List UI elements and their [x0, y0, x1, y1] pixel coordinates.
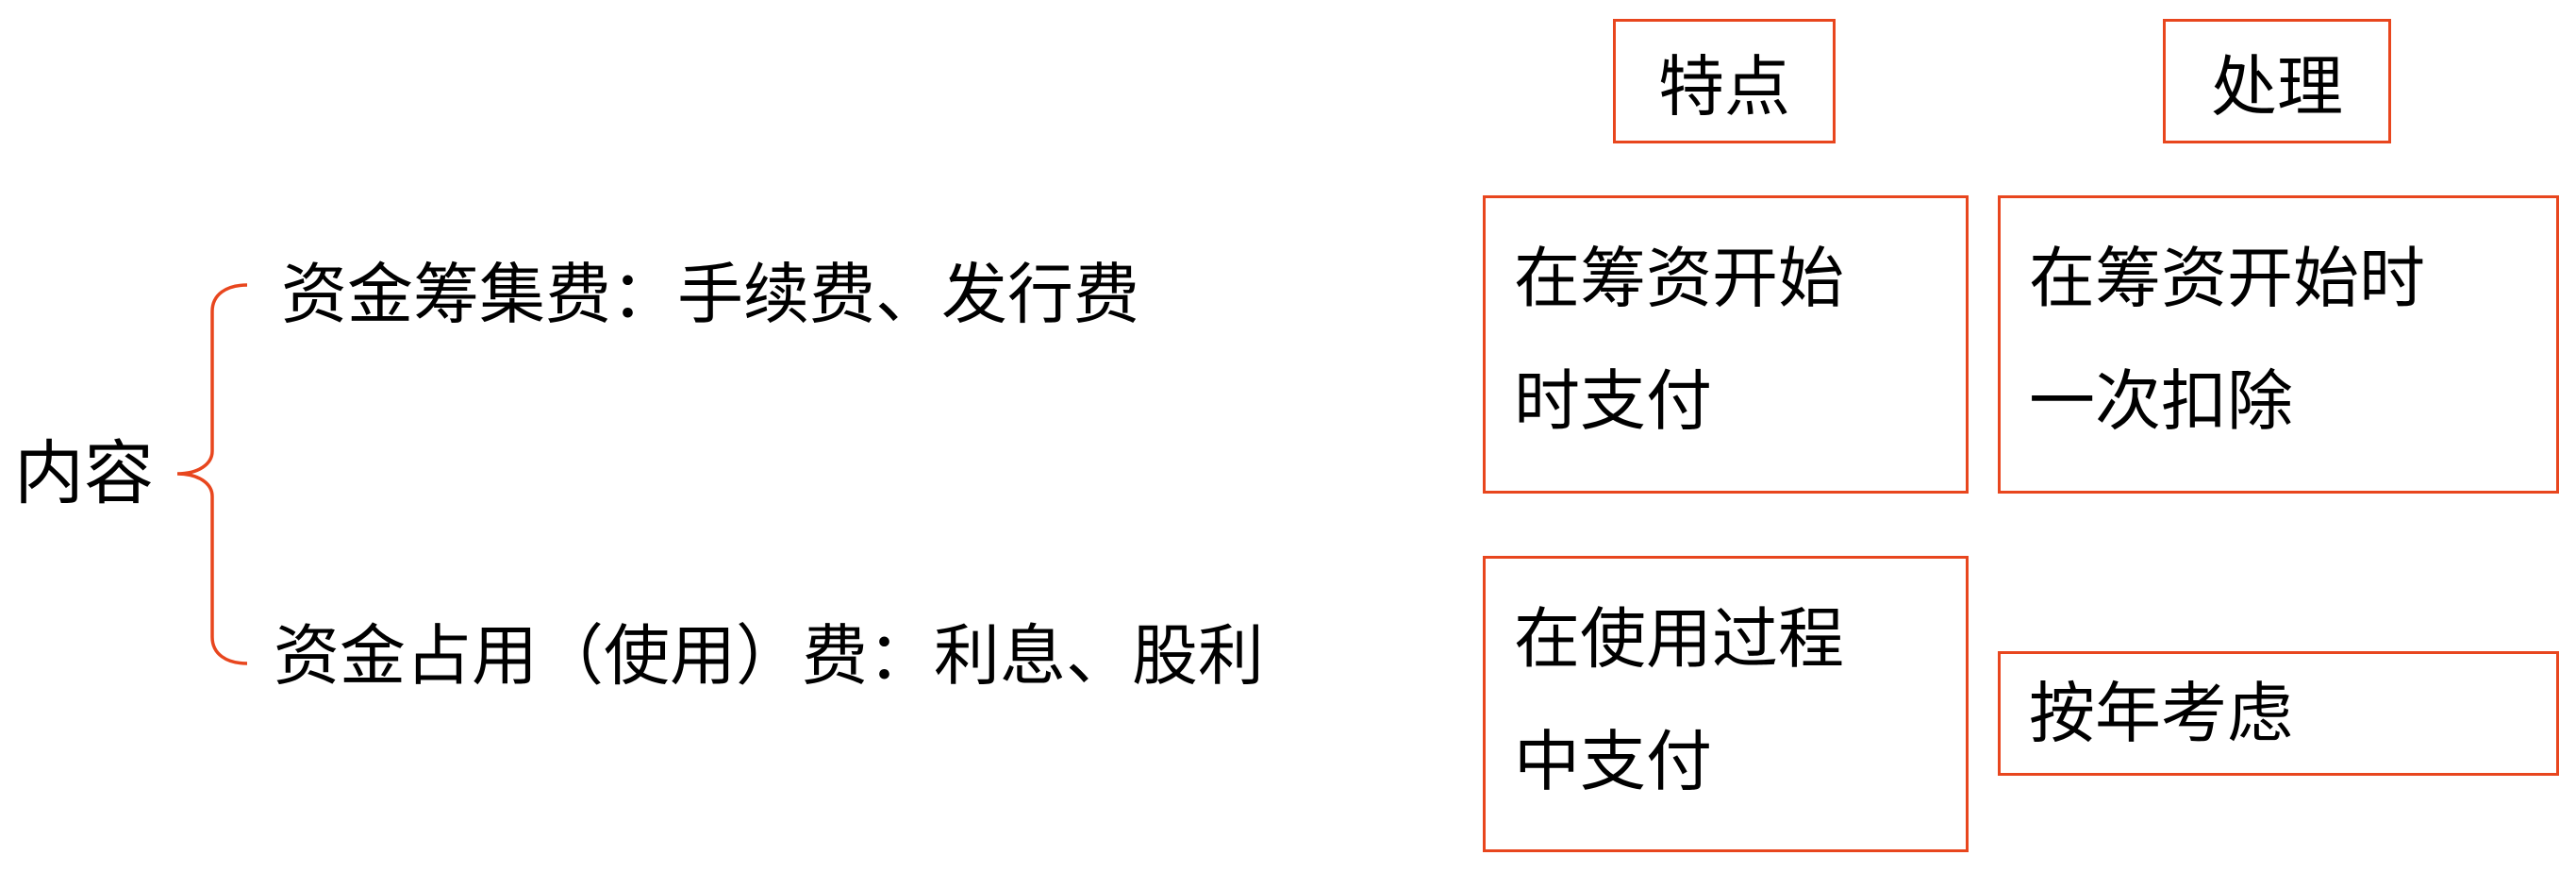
branch-raising-cost: 资金筹集费：手续费、发行费: [281, 256, 1139, 333]
cell-line: 按年考虑: [2029, 675, 2293, 752]
cell-line: 在筹资开始时: [2029, 240, 2425, 317]
cell-raise-feature: 在筹资开始 时支付: [1483, 195, 1969, 494]
header-treatment-label: 处理: [2211, 47, 2343, 126]
cell-line: 在使用过程: [1514, 600, 1844, 678]
cell-line: 时支付: [1514, 362, 1712, 440]
cell-raise-treatment: 在筹资开始时 一次扣除: [1998, 195, 2559, 494]
header-feature: 特点: [1613, 19, 1836, 143]
cell-line: 中支付: [1514, 723, 1712, 800]
header-feature-label: 特点: [1658, 47, 1790, 126]
cell-use-feature: 在使用过程 中支付: [1483, 556, 1969, 852]
cell-line: 在筹资开始: [1514, 240, 1844, 317]
cell-use-treatment: 按年考虑: [1998, 651, 2559, 776]
header-treatment: 处理: [2163, 19, 2391, 143]
cell-line: 一次扣除: [2029, 362, 2293, 440]
root-label: 内容: [14, 433, 154, 514]
branch-usage-cost: 资金占用（使用）费：利息、股利: [274, 617, 1264, 695]
brace-icon: [176, 283, 248, 665]
